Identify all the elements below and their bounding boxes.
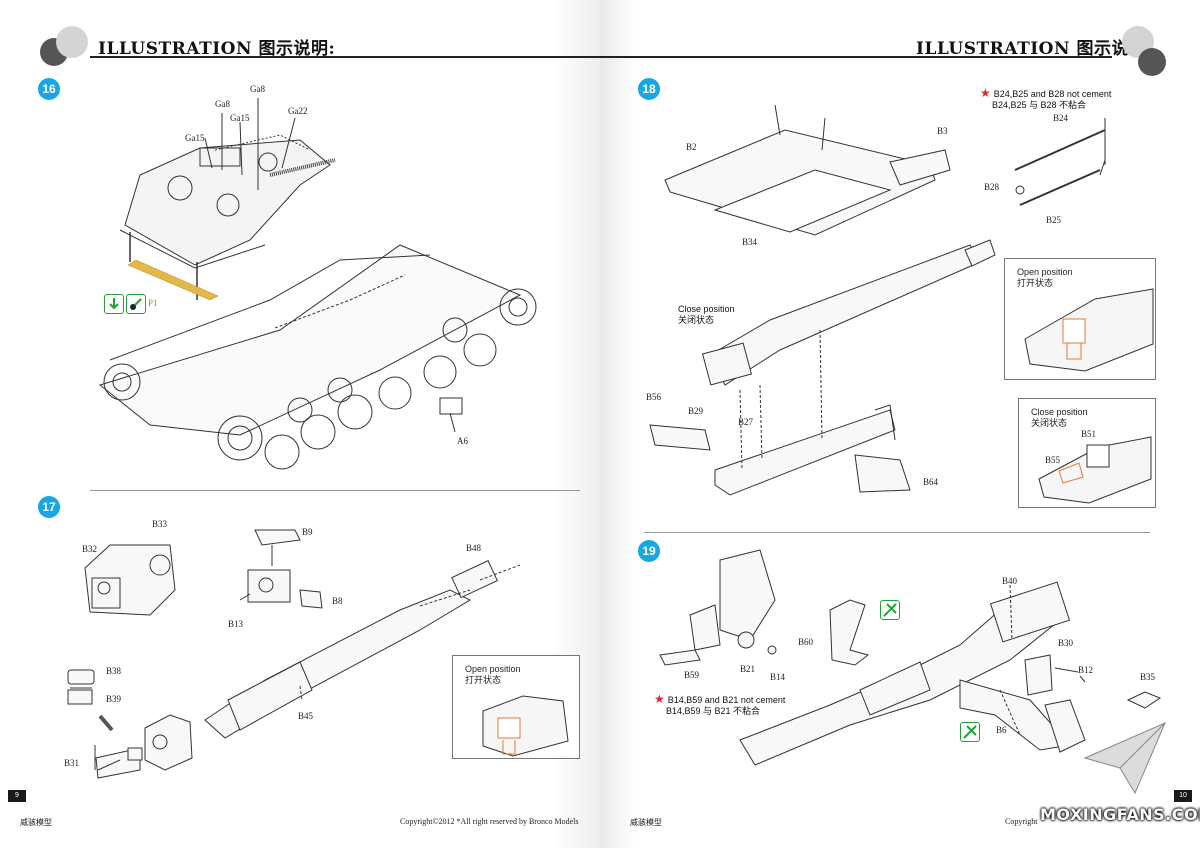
label-b30: B30 [1058,638,1074,648]
step-17-gun-assembly-drawing [67,529,521,779]
glue-symbol-icon [104,294,124,314]
footer-copyright: Copyright©2012 *All right reserved by Br… [400,817,579,826]
star-icon: ★ [654,692,665,706]
label-b6: B6 [996,725,1007,735]
label-b31: B31 [64,758,80,768]
step-separator [90,490,580,491]
left-page: ILLUSTRATION 图示说明: 16 [0,0,600,848]
label-b34: B34 [742,237,758,247]
label-b40: B40 [1002,576,1018,586]
step-19-cement-note: ★B14,B59 and B21 not cement B14,B59 与 B2… [654,692,786,717]
label-ga22: Ga22 [288,106,308,116]
label-b39: B39 [106,694,122,704]
cement-symbol-icon [880,600,900,620]
label-b9: B9 [302,527,313,537]
label-b2: B2 [686,142,697,152]
label-b27: B27 [738,417,754,427]
label-b14: B14 [770,672,786,682]
label-a6: A6 [457,436,468,446]
right-page: ILLUSTRATION 图示说明: 18 ★B24,B25 and B28 n… [600,0,1200,848]
step-18-badge: 18 [638,78,660,100]
close-caption-cn: 关闭状态 [678,315,715,325]
label-b28: B28 [984,182,1000,192]
label-b8: B8 [332,596,343,606]
label-b59: B59 [684,670,700,680]
step-19-badge: 19 [638,540,660,562]
label-b25: B25 [1046,215,1062,225]
page-number: 10 [1174,790,1192,802]
label-b38: B38 [106,666,122,676]
header-rule [90,56,600,58]
header-dot-light [56,26,88,58]
label-b12: B12 [1078,665,1094,675]
cement-symbol-icon [960,722,980,742]
step-16-badge: 16 [38,78,60,100]
label-b56: B56 [646,392,662,402]
footer-brand: 威骇模型 [20,818,52,827]
note-en: B24,B25 and B28 not cement [993,89,1112,99]
page-header-title: ILLUSTRATION 图示说明: [916,39,1154,59]
inset-caption-en: Open position [465,664,521,674]
inset-caption: Close position 关闭状态 [1031,407,1088,429]
inset-open-position: Open position 打开状态 [452,655,580,759]
label-b48: B48 [466,543,482,553]
label-b64: B64 [923,477,939,487]
step-19-breech-drawing [659,549,1162,766]
close-position-caption: Close position 关闭状态 [678,304,735,326]
inset-caption: Open position 打开状态 [1017,267,1073,289]
star-icon: ★ [980,86,991,100]
page-number: 9 [8,790,26,802]
close-caption-en: Close position [678,304,735,314]
inset-open-caption-en: Open position [1017,267,1073,277]
label-b60: B60 [798,637,814,647]
label-b13: B13 [228,619,244,629]
note-cn: B24,B25 与 B28 不粘合 [992,100,1087,110]
label-b21: B21 [740,664,756,674]
header-dot-dark [1138,48,1166,76]
note-cn: B14,B59 与 B21 不粘合 [666,706,761,716]
label-ga8: Ga8 [215,99,230,109]
step-17-badge: 17 [38,496,60,518]
label-b55: B55 [1045,455,1061,465]
footer-copyright: Copyright [1005,817,1038,826]
inset-caption: Open position 打开状态 [465,664,521,686]
watermark-text: MOXINGFANS.COM [1040,805,1200,824]
label-ga8-top: Ga8 [250,84,265,94]
footer-brand: 威骇模型 [630,818,662,827]
step-16-tank-hull-drawing [98,98,537,470]
step-18-gun-cradle-drawing [649,104,1106,496]
inset-close-caption-en: Close position [1031,407,1088,417]
inset-caption-cn: 打开状态 [465,675,502,685]
step-18-cement-note: ★B24,B25 and B28 not cement B24,B25 与 B2… [980,86,1112,111]
inset-close-caption-cn: 关闭状态 [1031,418,1068,428]
inset-open-position: Open position 打开状态 [1004,258,1156,380]
label-ga15: Ga15 [185,133,205,143]
label-b24: B24 [1053,113,1069,123]
inset-open-caption-cn: 打开状态 [1017,278,1054,288]
label-b45: B45 [298,711,314,721]
label-b51: B51 [1081,429,1097,439]
bend-symbol-icon [126,294,146,314]
label-b3: B3 [937,126,948,136]
label-b35: B35 [1140,672,1156,682]
label-b33: B33 [152,519,168,529]
label-b32: B32 [82,544,98,554]
label-p1: P1 [148,298,158,308]
paper-plane-logo [1083,722,1166,795]
inset-close-position: Close position 关闭状态 B51 B55 [1018,398,1156,508]
label-b29: B29 [688,406,704,416]
step-separator [644,532,1150,533]
page-header-title: ILLUSTRATION 图示说明: [98,39,336,59]
note-en: B14,B59 and B21 not cement [667,695,786,705]
label-ga15-top: Ga15 [230,113,250,123]
header-rule [600,56,1112,58]
